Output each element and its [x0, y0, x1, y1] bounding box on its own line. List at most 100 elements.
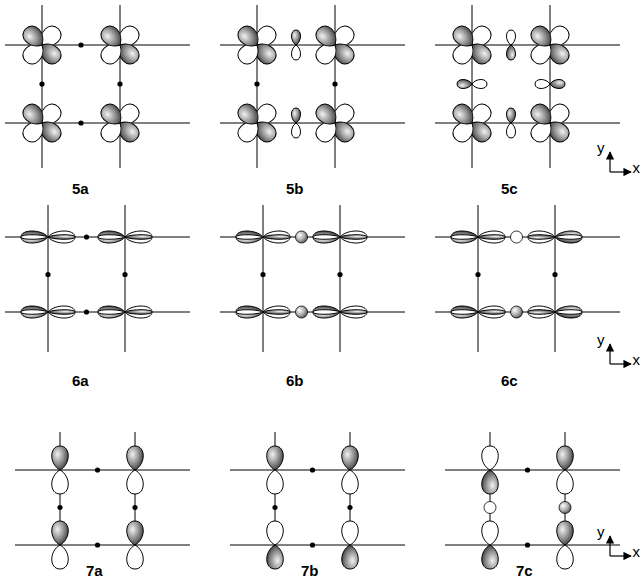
orbital-lobe [550, 80, 565, 89]
lattice-line [230, 470, 405, 471]
atom-dot [84, 309, 89, 314]
orbital-lobe [340, 231, 367, 243]
orbital-lobe [482, 521, 499, 545]
panel-label: 6c [501, 373, 518, 388]
orbital-lobe [21, 235, 48, 240]
orbital-lobe [557, 446, 574, 470]
orbital-lobe [478, 306, 505, 318]
atom-dot [95, 467, 100, 472]
orbital-lobe [263, 231, 290, 243]
atom-dot [310, 467, 315, 472]
orbital-lobe [451, 310, 478, 315]
panel-label: 7a [86, 563, 103, 578]
lattice-line [125, 205, 126, 352]
panel-label: 7b [301, 563, 319, 578]
orbital-lobe [267, 446, 284, 470]
orbital-lobe [535, 80, 550, 89]
orbital-lobe [342, 446, 359, 470]
atom-dot [95, 542, 100, 547]
orbital-lobe [528, 306, 555, 318]
axis-label: y [597, 140, 605, 155]
lattice-line [555, 205, 556, 352]
atom-dot [552, 272, 557, 277]
axis-label: x [633, 160, 641, 175]
orbital-lobe [98, 231, 125, 243]
panel-label: 7c [516, 563, 533, 578]
orbital-lobe [527, 100, 556, 129]
orbital-lobe [48, 310, 75, 315]
axis-label: x [633, 352, 641, 367]
atom-dot [117, 81, 122, 86]
orbital-lobe [313, 310, 340, 315]
orbital-lobe [236, 310, 263, 315]
lattice-line [340, 205, 341, 352]
orbital-lobe [52, 521, 69, 545]
orbital-lobe [557, 545, 574, 569]
atom-dot [78, 120, 83, 125]
orbital-lobe [97, 100, 126, 129]
panel-label: 5b [286, 181, 304, 196]
atom-dot [347, 505, 352, 510]
atom-dot [337, 272, 342, 277]
orbital-lobe [125, 306, 152, 318]
orbital-lobe [528, 235, 555, 240]
orbital-lobe [52, 545, 69, 569]
orbital-lobe [234, 100, 263, 129]
axis-label: x [633, 544, 641, 559]
lattice-line [15, 470, 190, 471]
bridge-atom [296, 306, 308, 318]
atom-dot [45, 272, 50, 277]
orbital-lobe [555, 310, 582, 315]
orbital-lobe [482, 446, 499, 470]
atom-dot [272, 505, 277, 510]
orbital-lobe [449, 22, 478, 51]
bridge-atom [559, 502, 571, 514]
atom-dot [310, 542, 315, 547]
orbital-lobe [340, 235, 367, 240]
orbital-lobe [451, 235, 478, 240]
orbital-lobe [48, 231, 75, 243]
lattice-line [48, 205, 49, 352]
orbital-lobe [342, 470, 359, 494]
orbital-lobe [21, 231, 48, 243]
lattice-line [472, 5, 473, 168]
orbital-lobe [292, 123, 301, 138]
orbital-lobe [48, 235, 75, 240]
orbital-lobe [482, 470, 499, 494]
atom-dot [57, 505, 62, 510]
orbital-lobe [21, 310, 48, 315]
orbital-lobe [557, 470, 574, 494]
orbital-lobe [263, 310, 290, 315]
axis-icon [610, 344, 631, 364]
atom-dot [78, 42, 83, 47]
orbital-lobe [52, 446, 69, 470]
orbital-lobe [451, 231, 478, 243]
orbital-lobe [263, 235, 290, 240]
orbital-lobe [312, 100, 341, 129]
orbital-lobe [482, 545, 499, 569]
bridge-atom [511, 306, 523, 318]
atom-dot [332, 81, 337, 86]
panel-label: 5a [72, 181, 89, 196]
orbital-lobe [507, 45, 516, 60]
orbital-lobe [236, 235, 263, 240]
orbital-lobe [98, 235, 125, 240]
orbital-lobe [127, 470, 144, 494]
orbital-lobe [451, 306, 478, 318]
panel-label: 6a [72, 373, 89, 388]
orbital-lobe [312, 22, 341, 51]
orbital-lobe [507, 108, 516, 123]
atom-dot [260, 272, 265, 277]
orbital-lobe [98, 310, 125, 315]
orbital-lobe [472, 80, 487, 89]
panel-label: 5c [501, 181, 518, 196]
axis-label: y [597, 524, 605, 539]
atom-dot [84, 234, 89, 239]
atom-dot [475, 272, 480, 277]
atom-dot [39, 81, 44, 86]
bridge-atom [484, 502, 496, 514]
orbital-lobe [449, 100, 478, 129]
orbital-lobe [478, 235, 505, 240]
atom-dot [254, 81, 259, 86]
orbital-lobe [457, 80, 472, 89]
